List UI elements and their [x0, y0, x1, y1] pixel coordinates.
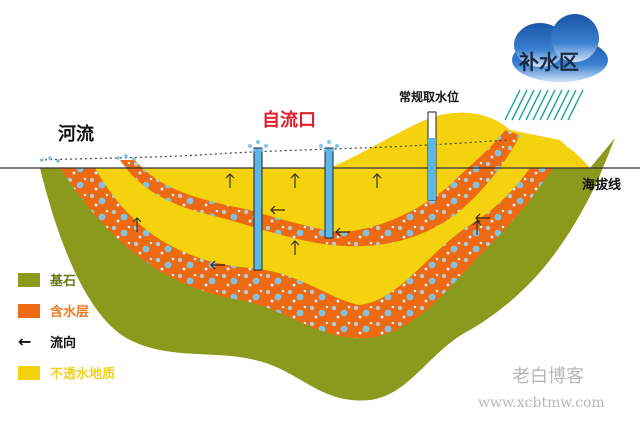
label-normal-water-level: 常规取水位 — [399, 90, 460, 104]
arrow-left-icon: ← — [18, 332, 32, 351]
legend-label-flow: 流向 — [50, 336, 77, 351]
watermark-title: 老白博客 — [512, 366, 584, 387]
legend-label-impermeable: 不透水地质 — [50, 367, 116, 382]
well-1 — [253, 147, 263, 271]
label-sea-level-line: 海拔线 — [582, 178, 622, 193]
flow-arrows — [210, 205, 490, 270]
rain-lines — [504, 89, 584, 121]
legend-label-bedrock: 基石 — [50, 274, 77, 289]
impermeable-swatch — [18, 365, 40, 380]
aquifer-swatch — [18, 303, 40, 318]
upward-arrows — [132, 173, 482, 255]
well-2 — [324, 147, 334, 239]
legend-item-flow: ← 流向 — [18, 332, 76, 351]
hill-impermeable — [330, 112, 590, 168]
legend-item-bedrock: 基石 — [18, 270, 76, 289]
watermark-url: www.xcbtmw.com — [478, 395, 605, 411]
legend-item-aquifer: 含水层 — [18, 301, 89, 320]
label-artesian-outlet: 自流口 — [262, 110, 316, 131]
piezometric-dotted-line — [39, 139, 511, 161]
legend-item-impermeable: 不透水地质 — [18, 363, 115, 382]
recharge-cloud — [512, 14, 608, 82]
label-river: 河流 — [58, 124, 94, 145]
bedrock-swatch — [18, 272, 40, 287]
well-3-normal — [427, 111, 437, 201]
label-recharge-zone: 补水区 — [519, 50, 579, 74]
legend-label-aquifer: 含水层 — [50, 305, 90, 320]
